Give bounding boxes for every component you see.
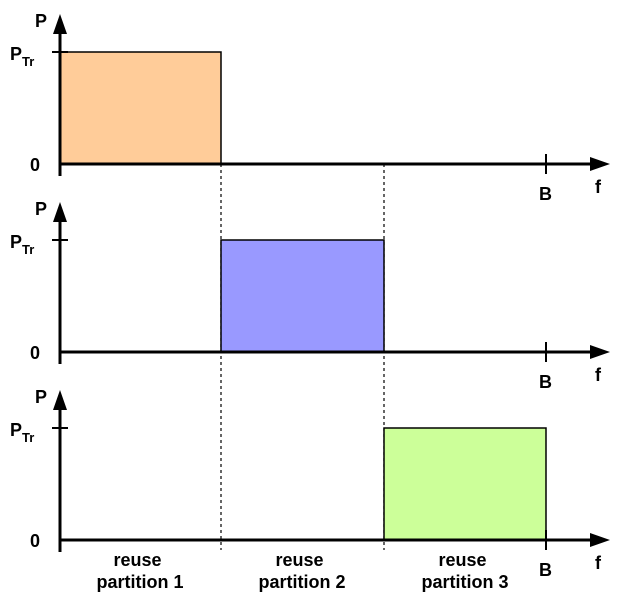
- origin-label: 0: [30, 155, 40, 175]
- power-block-partition-2: [220, 239, 385, 353]
- origin-label: 0: [30, 343, 40, 363]
- y-axis-arrowhead: [53, 14, 67, 34]
- x-axis-label: f: [595, 365, 602, 385]
- partition-1-label: reuse partition 1: [96, 550, 183, 592]
- y-axis-arrowhead: [53, 202, 67, 222]
- y-axis-label: P: [35, 199, 47, 219]
- power-level-label: PTr: [10, 420, 34, 445]
- power-block-partition-1: [59, 51, 222, 165]
- x-axis-label: f: [595, 177, 602, 197]
- panel-1: P PTr 0 B f: [10, 11, 610, 204]
- x-axis-arrowhead: [590, 533, 610, 547]
- y-axis-arrowhead: [53, 390, 67, 410]
- bandwidth-label: B: [539, 184, 552, 204]
- x-axis-label: f: [595, 553, 602, 573]
- power-block-partition-3: [383, 427, 547, 541]
- origin-label: 0: [30, 531, 40, 551]
- partition-2-label: reuse partition 2: [258, 550, 345, 592]
- power-level-label: PTr: [10, 232, 34, 257]
- x-axis-arrowhead: [590, 345, 610, 359]
- panel-3: P PTr 0 B f: [10, 387, 610, 580]
- x-axis-arrowhead: [590, 157, 610, 171]
- bandwidth-label: B: [539, 560, 552, 580]
- power-level-label: PTr: [10, 44, 34, 69]
- y-axis-label: P: [35, 387, 47, 407]
- partition-labels: reuse partition 1 reuse partition 2 reus…: [96, 550, 508, 592]
- y-axis-label: P: [35, 11, 47, 31]
- partition-3-label: reuse partition 3: [421, 550, 508, 592]
- panel-2: P PTr 0 B f: [10, 199, 610, 392]
- bandwidth-label: B: [539, 372, 552, 392]
